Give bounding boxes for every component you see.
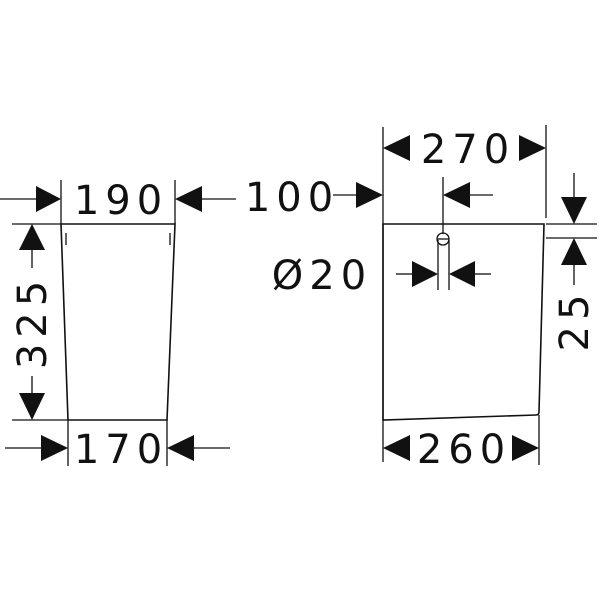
arrow-left-icon — [443, 182, 470, 208]
dimension-bottom-depth: 260 — [383, 415, 540, 473]
dimension-hole-diameter: Ø20 — [272, 240, 491, 299]
dimension-top-width: 190 — [0, 178, 236, 224]
arrow-up-icon — [19, 224, 45, 250]
side-view: 270 100 Ø20 — [245, 125, 598, 473]
dimension-bottom-width: 170 — [5, 420, 230, 473]
dimension-hole-offset: 100 — [245, 175, 493, 234]
dimension-top-thickness: 25 — [546, 173, 598, 351]
arrow-right-icon — [519, 135, 546, 161]
arrow-left-icon — [383, 435, 410, 461]
arrow-down-icon — [561, 197, 587, 224]
arrow-right-icon — [412, 261, 438, 287]
dimension-label-25: 25 — [552, 289, 598, 352]
arrow-right-icon — [41, 435, 68, 461]
dimension-label-190: 190 — [74, 178, 168, 224]
arrow-right-icon — [356, 182, 383, 208]
arrow-left-icon — [175, 186, 202, 212]
arrow-down-icon — [19, 393, 45, 420]
arrow-right-icon — [36, 186, 61, 212]
dimension-label-diameter: Ø20 — [272, 253, 372, 299]
dimension-top-depth: 270 — [383, 127, 546, 173]
dimension-label-260: 260 — [417, 427, 511, 473]
front-view: 190 325 170 — [0, 178, 236, 473]
arrow-right-icon — [512, 435, 539, 461]
arrow-up-icon — [561, 238, 587, 265]
arrow-left-icon — [383, 135, 410, 161]
hole-symbol — [436, 232, 450, 246]
side-outline — [382, 223, 545, 421]
front-outline — [60, 223, 176, 421]
dimension-height: 325 — [10, 223, 68, 421]
dimension-label-100: 100 — [245, 175, 339, 221]
arrow-left-icon — [167, 435, 194, 461]
dimension-label-325: 325 — [10, 275, 56, 369]
dimension-label-270: 270 — [421, 127, 515, 173]
arrow-left-icon — [449, 261, 475, 287]
dimension-label-170: 170 — [74, 427, 168, 473]
